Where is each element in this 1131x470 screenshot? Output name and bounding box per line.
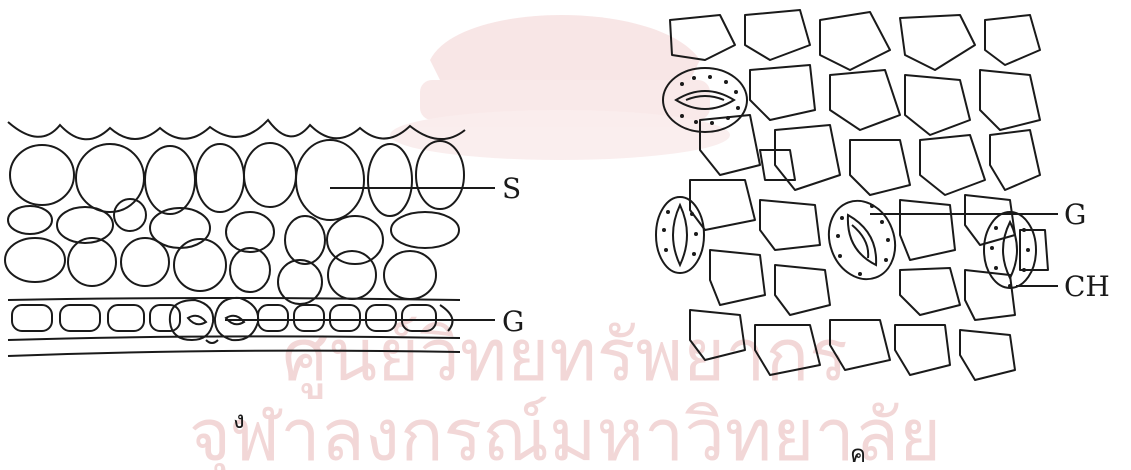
watermark: ศูนย์วิทยทรัพยากร จุฬาลงกรณ์มหาวิทยาลัย	[189, 15, 941, 470]
cell-row-2	[8, 199, 459, 264]
label-ch: CH	[1064, 270, 1110, 303]
stoma-center	[818, 191, 906, 288]
stoma-middle-left	[656, 197, 704, 273]
label-s: S	[502, 172, 521, 205]
stoma-right	[984, 212, 1036, 288]
watermark-line-2: จุฬาลงกรณ์มหาวิทยาลัย	[189, 393, 941, 470]
cell-row-3	[5, 238, 436, 304]
label-g-left: G	[502, 305, 524, 338]
panel-letter-right: ค	[850, 440, 866, 468]
panel-letter-left: ง	[233, 406, 245, 434]
label-g-right: G	[1064, 198, 1086, 231]
panel-left-drawing	[5, 120, 495, 356]
